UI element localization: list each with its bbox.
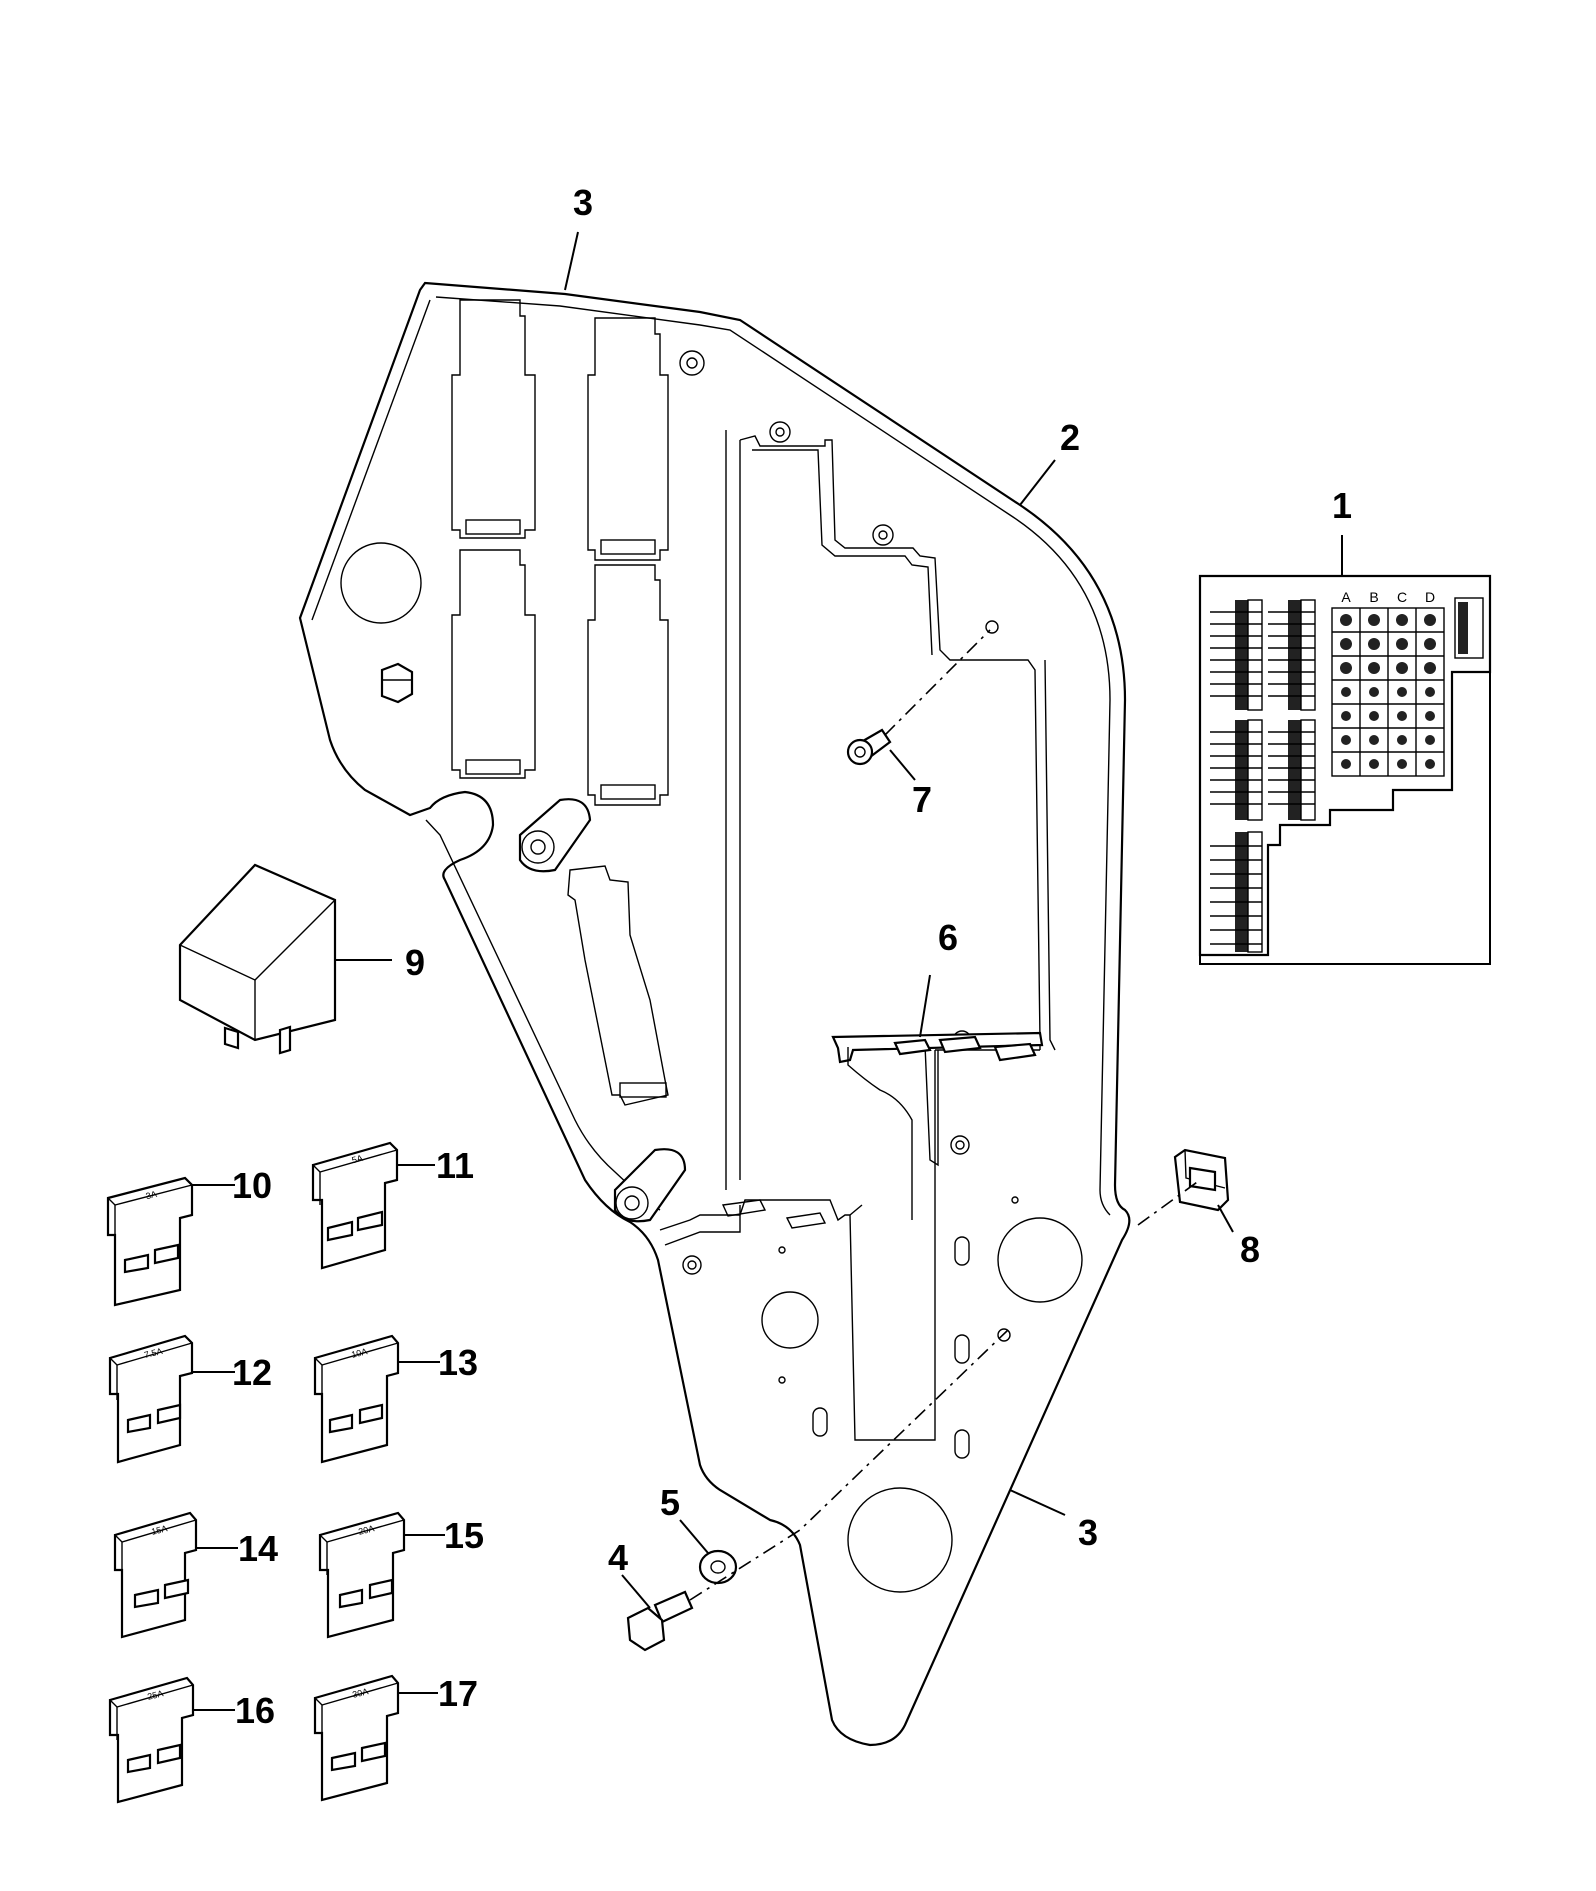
fuse-rating-15: 20A (357, 1523, 375, 1537)
standoff-upper (518, 798, 592, 873)
relay-cavity-5 (567, 865, 669, 1106)
fuse-part-16: 25A (108, 1676, 195, 1804)
panel-hole-middle (761, 1291, 819, 1349)
callout-10: 10 (232, 1165, 272, 1206)
callout-3-bottom: 3 (1078, 1512, 1098, 1553)
callout-8: 8 (1240, 1229, 1260, 1270)
fuse-part-10: 3A (106, 1176, 194, 1307)
callout-11: 11 (436, 1145, 474, 1186)
callout-15: 15 (444, 1515, 484, 1556)
callout-9: 9 (405, 942, 425, 983)
callout-4: 4 (608, 1537, 628, 1578)
callout-2: 2 (1060, 417, 1080, 458)
relay-cavity-2 (587, 317, 669, 561)
screw-part-7 (846, 728, 892, 766)
callout-3-top: 3 (573, 182, 593, 223)
relay-cavity-3 (451, 549, 536, 779)
fuse-part-17: 30A (313, 1674, 400, 1802)
relay-cavity-4 (587, 564, 669, 806)
fuse-part-15: 20A (318, 1511, 406, 1639)
fuse-part-11: 5A (311, 1141, 399, 1270)
callout-6: 6 (938, 917, 958, 958)
callout-numbers: 3 2 1 7 6 9 8 3 5 4 10 11 12 13 14 15 16… (232, 182, 1352, 1731)
fuse-label-card: A B C D (1198, 574, 1492, 965)
leader-lines (192, 231, 1343, 1711)
panel-hole-upper-left (340, 542, 422, 624)
callout-16: 16 (235, 1690, 275, 1731)
label-column-a: A (1341, 589, 1351, 605)
callout-17: 17 (438, 1673, 478, 1714)
screw-7-axis-line (884, 629, 991, 736)
fuse-rating-12: 7.5A (143, 1346, 163, 1360)
callout-1: 1 (1332, 485, 1352, 526)
label-card-fuse-list (1210, 599, 1316, 953)
fuse-rating-13: 10A (350, 1346, 368, 1360)
label-column-c: C (1397, 589, 1407, 605)
bolt-part-4 (626, 1590, 694, 1652)
panel-hole-right (997, 1217, 1083, 1303)
bolt-4-axis-line (689, 1329, 1009, 1601)
fuse-rating-16: 25A (146, 1688, 164, 1702)
bracket-part-6 (831, 1031, 1044, 1220)
relay-part-9 (178, 863, 337, 1055)
clip-part-8 (1173, 1148, 1230, 1212)
fuse-rating-11: 5A (351, 1153, 364, 1165)
hex-nut (380, 662, 414, 704)
label-column-d: D (1425, 589, 1435, 605)
label-card-relay-columns: A B C D (1331, 589, 1484, 777)
fuse-panel-housing (298, 281, 1131, 1747)
callout-14: 14 (238, 1528, 278, 1569)
panel-hole-lower (847, 1487, 953, 1593)
callout-7: 7 (912, 779, 932, 820)
fuse-part-13: 10A (313, 1334, 400, 1464)
fuse-rating-14: 15A (150, 1523, 168, 1537)
washer-part-5 (698, 1549, 738, 1585)
callout-5: 5 (660, 1482, 680, 1523)
fuse-part-14: 15A (113, 1511, 198, 1639)
relay-cavity-1 (451, 299, 536, 539)
label-column-b: B (1369, 589, 1378, 605)
fuse-part-12: 7.5A (108, 1334, 194, 1464)
clip-8-axis-line (1137, 1179, 1201, 1226)
fuse-rating-10: 3A (145, 1189, 158, 1201)
fuse-rating-17: 30A (351, 1686, 369, 1700)
standoff-lower (613, 1148, 687, 1223)
callout-13: 13 (438, 1342, 478, 1383)
callout-12: 12 (232, 1352, 272, 1393)
